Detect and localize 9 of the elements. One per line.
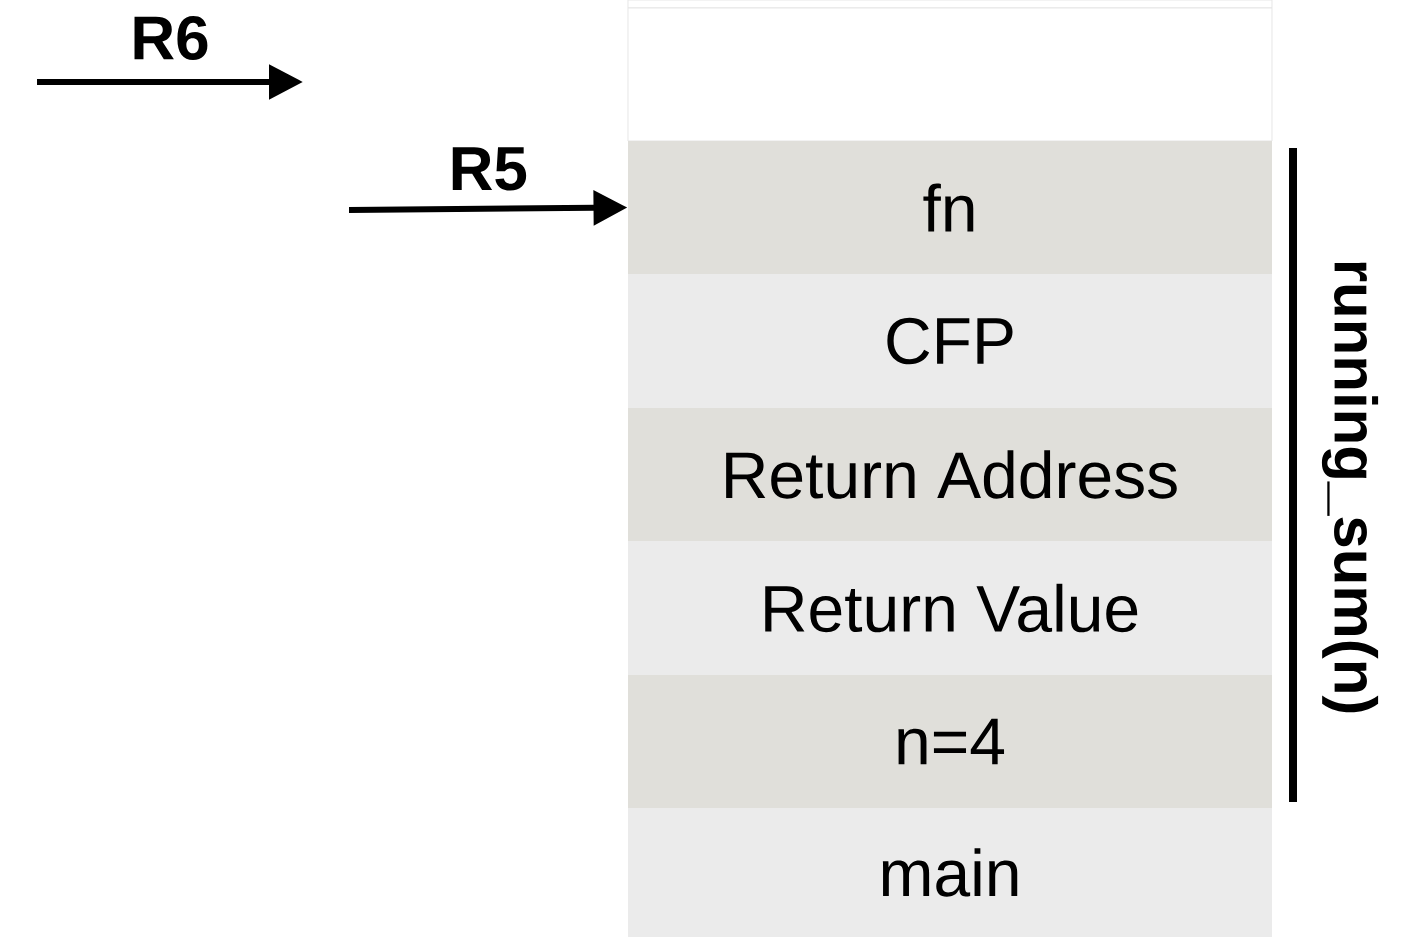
- register-label: R6: [134, 16, 208, 60]
- stack-cell: Return Address: [628, 408, 1272, 541]
- stack-cell: main: [628, 808, 1272, 937]
- frame-label: running_sum(n): [1321, 262, 1379, 713]
- stack-cell: fn: [628, 141, 1272, 274]
- stack-cell: n=4: [628, 675, 1272, 808]
- stack-cell: CFP: [628, 274, 1272, 408]
- stack-cell: Return Value: [628, 541, 1272, 675]
- register-label: R5: [452, 147, 527, 191]
